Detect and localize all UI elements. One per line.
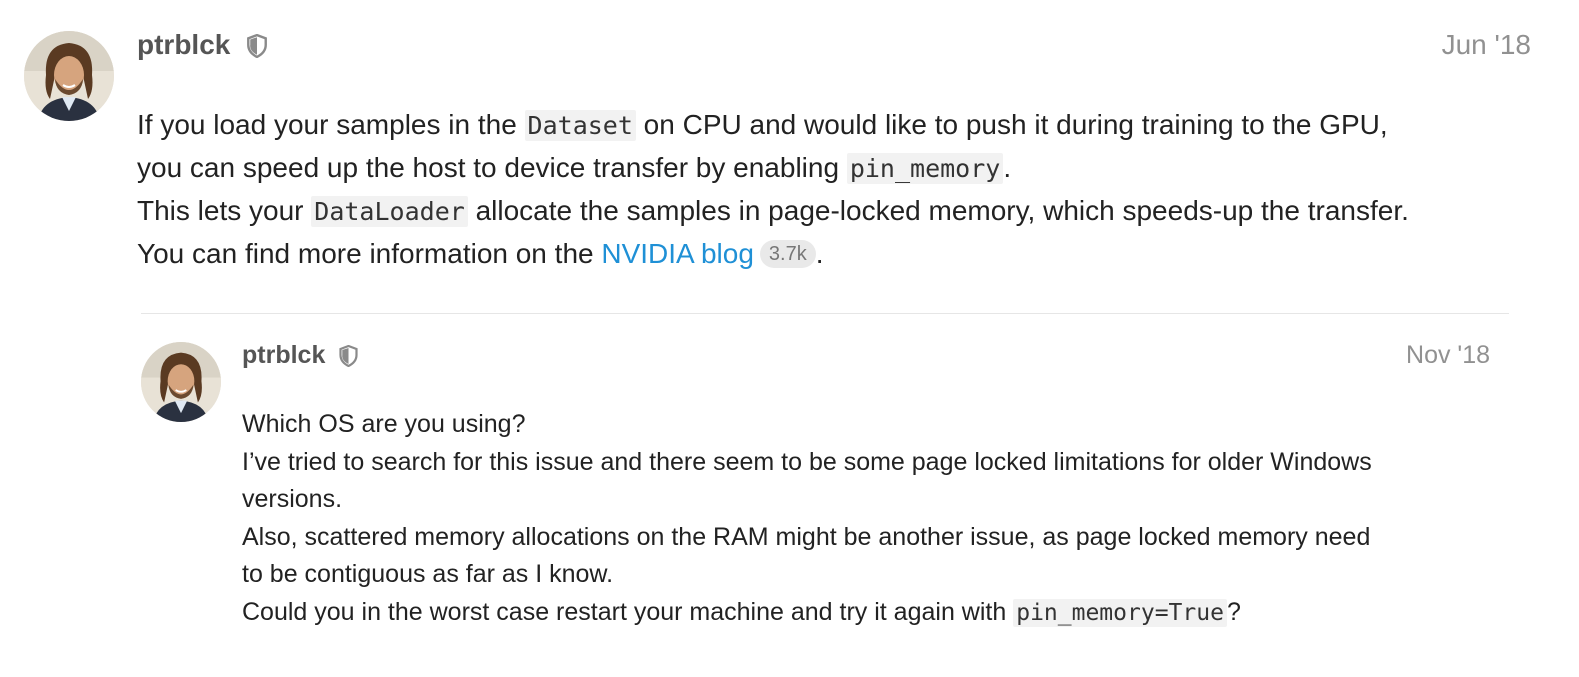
body-text: allocate the samples in page-locked memo… (467, 195, 1409, 226)
avatar-photo-icon (141, 342, 221, 422)
avatar[interactable] (24, 31, 114, 121)
username[interactable]: ptrblck (137, 29, 231, 60)
body-line: If you load your samples in the Dataset … (137, 104, 1557, 147)
avatar-photo-icon (24, 31, 114, 121)
body-line: This lets your DataLoader allocate the s… (137, 190, 1557, 233)
body-text: on CPU and would like to push it during … (635, 109, 1388, 140)
body-text: . (815, 238, 824, 269)
post-body: Which OS are you using? I’ve tried to se… (242, 406, 1502, 632)
username[interactable]: ptrblck (242, 341, 326, 369)
body-line: I’ve tried to search for this issue and … (242, 447, 1372, 476)
post-body: If you load your samples in the Dataset … (137, 104, 1557, 275)
body-text: You can find more information on the (137, 238, 602, 269)
inline-code: Dataset (524, 110, 636, 141)
post-divider (141, 313, 1509, 314)
body-text: you can speed up the host to device tran… (137, 152, 847, 183)
body-text: . (1003, 152, 1012, 183)
inline-code: DataLoader (311, 196, 468, 227)
inline-code: pin_memory (846, 153, 1004, 184)
body-line: to be contiguous as far as I know. (242, 560, 614, 588)
avatar[interactable] (141, 342, 221, 422)
shield-icon (246, 33, 268, 59)
body-line: versions. (242, 485, 343, 513)
body-line: Also, scattered memory allocations on th… (242, 522, 1371, 551)
body-text: ? (1226, 597, 1241, 626)
body-text: If you load your samples in the (137, 109, 525, 140)
shield-icon (338, 344, 359, 368)
post-date[interactable]: Nov '18 (1406, 341, 1490, 369)
body-line: Could you in the worst case restart your… (242, 594, 1502, 633)
body-line: You can find more information on the NVI… (137, 233, 1557, 275)
inline-code: pin_memory=True (1013, 598, 1227, 627)
body-text: This lets your (137, 195, 312, 226)
nvidia-blog-link[interactable]: NVIDIA blog (601, 238, 754, 269)
post-date[interactable]: Jun '18 (1441, 29, 1531, 60)
body-line: Which OS are you using? (242, 410, 526, 438)
body-text: Could you in the worst case restart your… (242, 597, 1014, 626)
body-line: you can speed up the host to device tran… (137, 147, 1557, 190)
link-click-count-badge: 3.7k (759, 240, 816, 268)
